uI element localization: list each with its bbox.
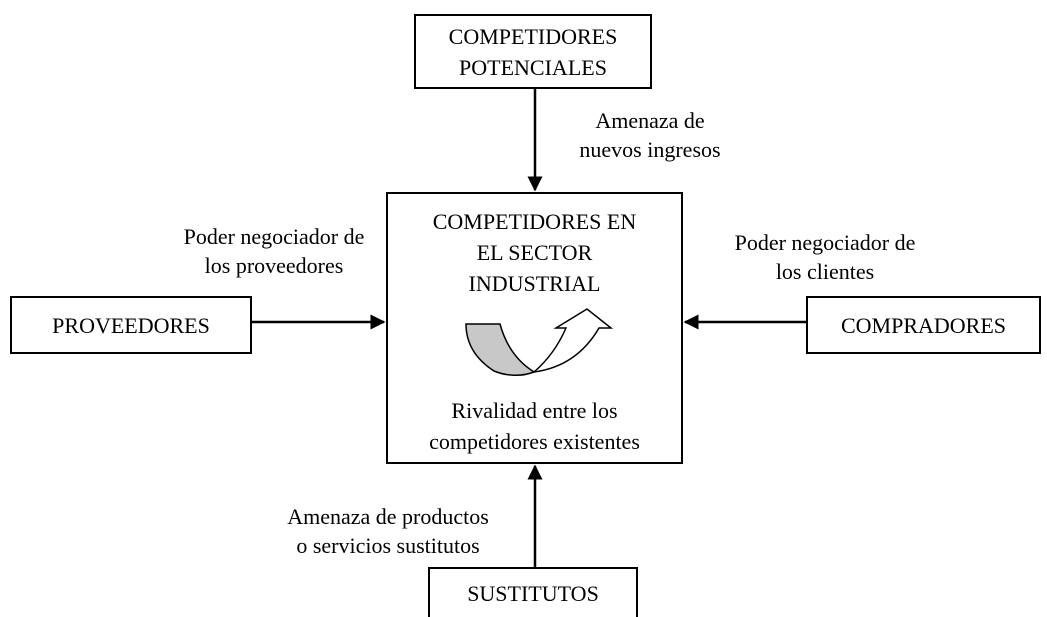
suppliers-label: PROVEEDORES (52, 312, 210, 338)
industry-competitors-line3: INDUSTRIAL (468, 271, 601, 296)
rivalry-text-line2: competidores existentes (429, 429, 640, 454)
potential-competitors-box: COMPETIDORES POTENCIALES (414, 14, 652, 89)
suppliers-box: PROVEEDORES (10, 296, 252, 354)
substitutes-box: SUSTITUTOS (428, 567, 638, 617)
industry-competitors-line2: EL SECTOR (476, 240, 593, 265)
new-entrants-threat-label: Amenaza de nuevos ingresos (579, 108, 721, 162)
industry-competitors-line1: COMPETIDORES EN (432, 209, 637, 234)
industry-competitors-box: COMPETIDORES EN EL SECTOR INDUSTRIAL Riv… (386, 192, 683, 464)
buyers-box: COMPRADORES (806, 296, 1041, 354)
potential-competitors-line2: POTENCIALES (459, 54, 607, 80)
rivalry-curved-arrow-icon (465, 308, 614, 376)
substitutes-label: SUSTITUTOS (467, 580, 599, 606)
substitutes-threat-label: Amenaza de productos o servicios sustitu… (287, 504, 489, 558)
buyer-power-label: Poder negociador de los clientes (734, 230, 916, 284)
rivalry-text-line1: Rivalidad entre los (451, 398, 618, 423)
supplier-power-label: Poder negociador de los proveedores (183, 224, 365, 278)
buyers-label: COMPRADORES (840, 312, 1007, 338)
potential-competitors-line1: COMPETIDORES (448, 23, 618, 49)
